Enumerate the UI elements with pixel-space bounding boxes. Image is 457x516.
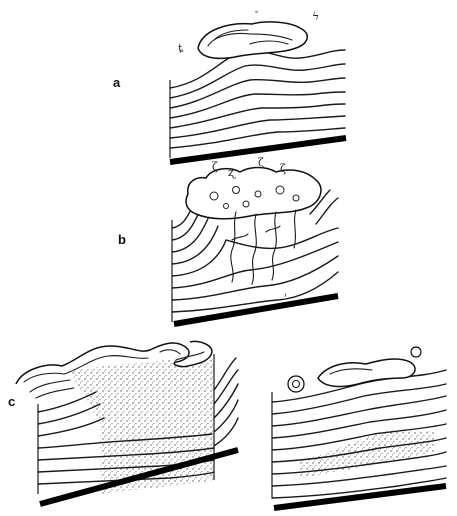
panel-a-mound: ȶ ﾞ ϟ <box>178 10 319 58</box>
svg-text:ζ: ζ <box>258 156 264 169</box>
panel-label-a: a <box>113 75 121 90</box>
panel-c-left-diagram <box>16 341 238 504</box>
panel-c: c <box>8 341 446 508</box>
panel-a: a ȶ ﾞ ϟ <box>113 10 346 162</box>
svg-text:ζ: ζ <box>280 162 286 175</box>
svg-text:ζ: ζ <box>212 160 218 173</box>
svg-text:ﾞ: ﾞ <box>255 10 261 23</box>
svg-text:ʾ: ʾ <box>284 292 287 305</box>
svg-text:ϟ: ϟ <box>312 10 319 23</box>
panel-a-strata <box>170 50 345 148</box>
panel-label-b: b <box>118 232 126 247</box>
panel-c-right-diagram <box>272 347 446 508</box>
panel-label-c: c <box>8 394 15 409</box>
panel-b: b <box>118 156 338 324</box>
svg-text:ȶ: ȶ <box>178 42 184 55</box>
